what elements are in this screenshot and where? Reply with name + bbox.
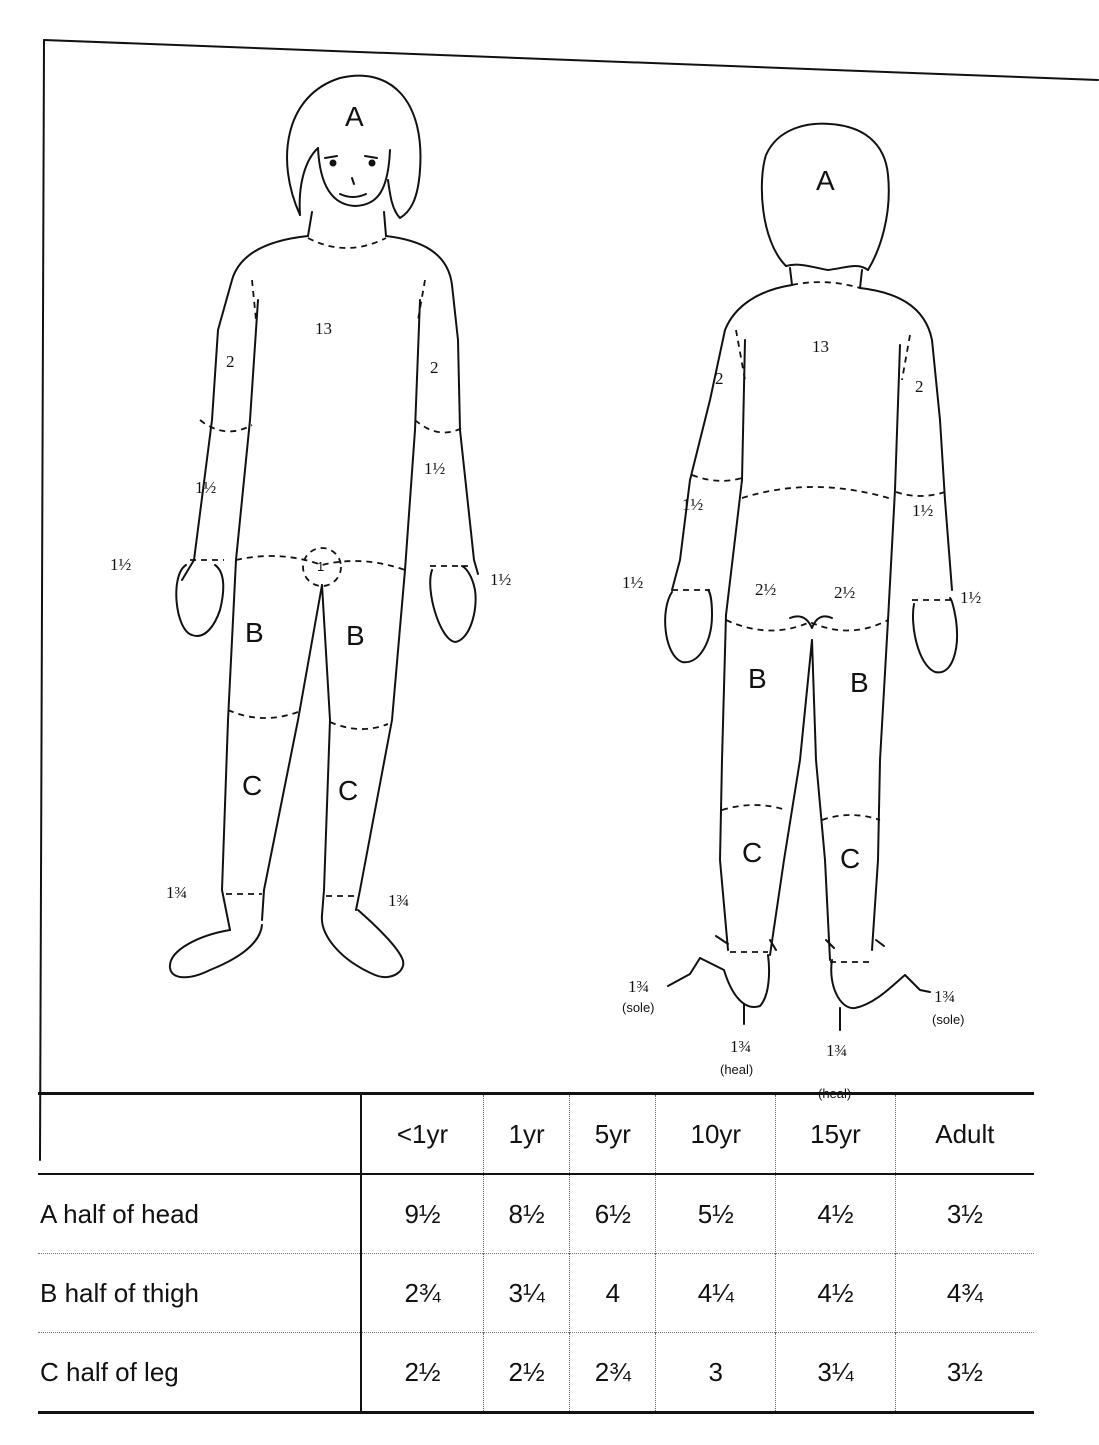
table-cell: 5½ (656, 1174, 776, 1254)
front-eyebrows (325, 156, 377, 158)
back-label-head: A (816, 165, 835, 196)
front-label-trunk: 13 (315, 319, 332, 338)
front-label-forearm-right: 1½ (424, 459, 446, 478)
front-label-thigh-right: B (346, 620, 365, 651)
front-foot-right (322, 910, 403, 977)
back-foot-left (700, 955, 769, 1007)
front-label-genitals: 1 (317, 559, 324, 574)
table-cell: 8½ (484, 1174, 570, 1254)
row-label: C half of leg (38, 1333, 361, 1413)
back-label-buttock-right: 2½ (834, 583, 856, 602)
back-neck-line (792, 282, 860, 288)
back-label-heel-left: 1¾ (730, 1037, 751, 1056)
table-cell: 2½ (484, 1333, 570, 1413)
table-cell: 4 (570, 1254, 656, 1333)
table-cell: 3¼ (776, 1333, 896, 1413)
back-label-forearm-right: 1½ (912, 501, 934, 520)
front-mouth (340, 178, 366, 197)
frame-top-line (44, 40, 1098, 80)
table-corner-cell (38, 1094, 361, 1175)
front-label-hand-right: 1½ (490, 570, 512, 589)
frame-left-line (40, 40, 44, 1160)
front-label-foot-left: 1¾ (166, 883, 187, 902)
front-eye-left (330, 160, 337, 167)
back-head (762, 124, 889, 270)
table-cell: 3 (656, 1333, 776, 1413)
table-cell: 2½ (361, 1333, 484, 1413)
back-waist-line (742, 487, 895, 500)
back-label-thigh-right: B (850, 667, 869, 698)
front-label-foot-right: 1¾ (388, 891, 409, 910)
table-header-row: <1yr 1yr 5yr 10yr 15yr Adult (38, 1094, 1034, 1175)
table-cell: 4¾ (895, 1254, 1034, 1333)
back-figure: A 13 2 2 1½ 1½ 1½ 1½ 2½ 2½ B B C C 1¾ (s… (622, 124, 982, 1101)
front-label-thigh-left: B (245, 617, 264, 648)
back-label-sole-right: 1¾ (934, 987, 955, 1006)
table-row: B half of thigh 2¾ 3¼ 4 4¼ 4½ 4¾ (38, 1254, 1034, 1333)
table-cell: 2¾ (570, 1333, 656, 1413)
table-cell: 3¼ (484, 1254, 570, 1333)
row-label: A half of head (38, 1174, 361, 1254)
table-cell: 4½ (776, 1174, 896, 1254)
table-cell: 3½ (895, 1333, 1034, 1413)
back-label-buttock-left: 2½ (755, 580, 777, 599)
column-header: 15yr (776, 1094, 896, 1175)
front-hand-left (176, 565, 223, 636)
front-hand-right (430, 566, 475, 642)
back-label-upper-arm-right: 2 (915, 377, 924, 396)
front-label-leg-right: C (338, 775, 358, 806)
front-neck-line (308, 238, 386, 248)
back-label-thigh-left: B (748, 663, 767, 694)
table-cell: 3½ (895, 1174, 1034, 1254)
back-label-forearm-left: 1½ (682, 495, 704, 514)
front-figure: A 13 2 2 1½ 1½ 1½ 1½ 1 B B C C 1¾ 1¾ (110, 76, 512, 978)
column-header: <1yr (361, 1094, 484, 1175)
table-cell: 9½ (361, 1174, 484, 1254)
table-row: C half of leg 2½ 2½ 2¾ 3 3¼ 3½ (38, 1333, 1034, 1413)
back-label-sole-left: 1¾ (628, 977, 649, 996)
table-cell: 4¼ (656, 1254, 776, 1333)
column-header: 5yr (570, 1094, 656, 1175)
front-label-forearm-left: 1½ (195, 478, 217, 497)
column-header: Adult (895, 1094, 1034, 1175)
back-label-sole-left-note: (sole) (622, 1000, 655, 1015)
column-header: 1yr (484, 1094, 570, 1175)
column-header: 10yr (656, 1094, 776, 1175)
table-cell: 6½ (570, 1174, 656, 1254)
back-label-heel-left-note: (heal) (720, 1062, 753, 1077)
back-label-hand-right: 1½ (960, 588, 982, 607)
table-cell: 4½ (776, 1254, 896, 1333)
front-label-hand-left: 1½ (110, 555, 132, 574)
front-foot-left (170, 925, 262, 977)
back-label-hand-left: 1½ (622, 573, 644, 592)
table-row: A half of head 9½ 8½ 6½ 5½ 4½ 3½ (38, 1174, 1034, 1254)
back-label-leg-right: C (840, 843, 860, 874)
table-cell: 2¾ (361, 1254, 484, 1333)
front-label-head: A (345, 101, 364, 132)
back-foot-right (831, 960, 905, 1008)
back-hand-right (913, 598, 957, 672)
row-label: B half of thigh (38, 1254, 361, 1333)
back-label-upper-arm-left: 2 (715, 369, 724, 388)
front-label-leg-left: C (242, 770, 262, 801)
front-label-upper-arm-right: 2 (430, 358, 439, 377)
back-label-heel-right: 1¾ (826, 1041, 847, 1060)
back-label-sole-right-note: (sole) (932, 1012, 965, 1027)
lund-browder-table: <1yr 1yr 5yr 10yr 15yr Adult A half of h… (38, 1092, 1034, 1414)
back-hand-left (665, 590, 712, 662)
front-label-upper-arm-left: 2 (226, 352, 235, 371)
front-eye-right (369, 160, 376, 167)
back-label-trunk: 13 (812, 337, 829, 356)
back-label-leg-left: C (742, 837, 762, 868)
